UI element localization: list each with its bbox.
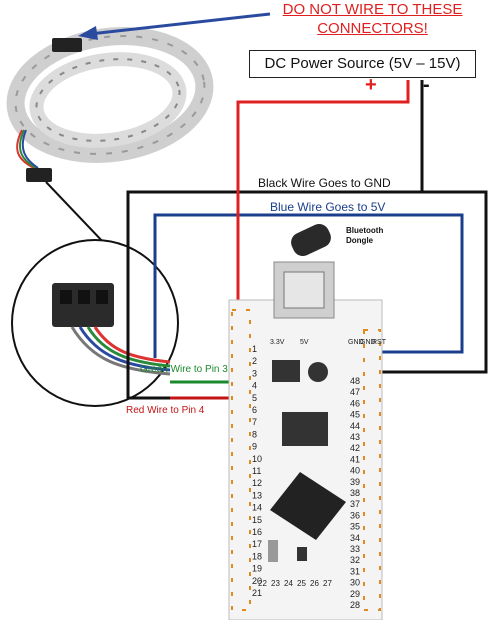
main-chip — [270, 472, 346, 540]
right-pin-label: 47 — [350, 387, 360, 397]
right-pin-label: 40 — [350, 466, 360, 476]
right-pin-label: 48 — [350, 376, 360, 386]
bottom-pin-label: 27 — [323, 579, 332, 588]
left-pin-label: 10 — [252, 454, 262, 464]
blue-wire-label: Blue Wire Goes to 5V — [270, 200, 386, 214]
left-pin-label: 8 — [252, 429, 257, 439]
right-pin-label: 44 — [350, 421, 360, 431]
left-pin-label: 18 — [252, 551, 262, 561]
power-minus: - — [423, 74, 430, 96]
right-pin-label: 29 — [350, 589, 360, 599]
bluetooth-label: Bluetooth Dongle — [346, 226, 406, 246]
warning-line-2: CONNECTORS! — [317, 20, 428, 37]
top-pin-label: GND — [360, 339, 376, 346]
left-pin-label: 12 — [252, 478, 262, 488]
left-pin-label: 13 — [252, 490, 262, 500]
bluetooth-line-2: Dongle — [346, 236, 374, 245]
black-wire — [126, 80, 424, 400]
black-wire-gnd — [374, 190, 488, 374]
left-pin-label: 19 — [252, 564, 262, 574]
strip-bottom-connector — [26, 168, 52, 182]
left-pin-label: 5 — [252, 393, 257, 403]
top-pin-label: RST — [372, 339, 387, 346]
left-pin-label: 16 — [252, 527, 262, 537]
right-pin-label: 34 — [350, 533, 360, 543]
right-pin-label: 33 — [350, 544, 360, 554]
right-pin-label: 31 — [350, 566, 360, 576]
right-pin-label: 37 — [350, 499, 360, 509]
top-pin-label: 3.3V — [270, 339, 285, 346]
right-pin-label: 35 — [350, 522, 360, 532]
bottom-pin-label: 26 — [310, 579, 319, 588]
red-wire-power — [236, 80, 410, 338]
power-label: DC Power Source (5V – 15V) — [264, 55, 461, 72]
right-pin-label: 38 — [350, 488, 360, 498]
left-pin-label: 11 — [252, 466, 261, 476]
right-pin-label: 28 — [350, 600, 360, 610]
left-pin-label: 21 — [252, 588, 262, 598]
right-pin-label: 32 — [350, 555, 360, 565]
warning-line-1: DO NOT WIRE TO THESE — [282, 1, 463, 18]
black-wire-label: Black Wire Goes to GND — [258, 176, 391, 190]
right-pin-label: 43 — [350, 432, 360, 442]
green-wire-label: Green Wire to Pin 3 — [140, 364, 228, 375]
strip-top-connector — [52, 38, 82, 52]
left-pin-label: 20 — [252, 576, 262, 586]
bottom-pin-label: 24 — [284, 579, 293, 588]
power-plus: + — [365, 74, 377, 96]
right-pin-label: 30 — [350, 578, 360, 588]
right-pin-label: 42 — [350, 443, 360, 453]
top-pin-label: 5V — [300, 339, 309, 346]
top-pin-label: GND — [348, 339, 364, 346]
left-pin-label: 6 — [252, 405, 257, 415]
led-strip — [6, 27, 214, 182]
warning-text: DO NOT WIRE TO THESE CONNECTORS! — [270, 0, 475, 38]
left-pin-label: 7 — [252, 417, 257, 427]
blue-wire — [153, 213, 464, 358]
microcontroller-board — [228, 223, 383, 620]
left-pin-label: 14 — [252, 503, 262, 513]
bottom-pin-label: 25 — [297, 579, 306, 588]
right-pin-label: 36 — [350, 510, 360, 520]
left-pin-label: 2 — [252, 356, 257, 366]
warning-arrow — [89, 12, 271, 36]
left-pin-label: 9 — [252, 442, 257, 452]
right-pin-label: 39 — [350, 477, 360, 487]
right-pin-label: 45 — [350, 410, 360, 420]
bottom-pin-label: 22 — [258, 579, 267, 588]
left-pin-label: 15 — [252, 515, 262, 525]
bottom-pin-label: 23 — [271, 579, 280, 588]
left-pin-label: 17 — [252, 539, 262, 549]
left-pin-label: 1 — [252, 344, 257, 354]
left-pin-label: 3 — [252, 368, 257, 378]
dc-power-source-box: DC Power Source (5V – 15V) — [249, 50, 476, 78]
right-pin-label: 41 — [350, 454, 360, 464]
left-pin-label: 4 — [252, 381, 257, 391]
bluetooth-line-1: Bluetooth — [346, 226, 384, 235]
bluetooth-dongle — [291, 223, 331, 257]
right-pin-label: 46 — [350, 398, 360, 408]
red-wire-label: Red Wire to Pin 4 — [126, 405, 205, 416]
connector-zoom-circle — [11, 239, 179, 407]
